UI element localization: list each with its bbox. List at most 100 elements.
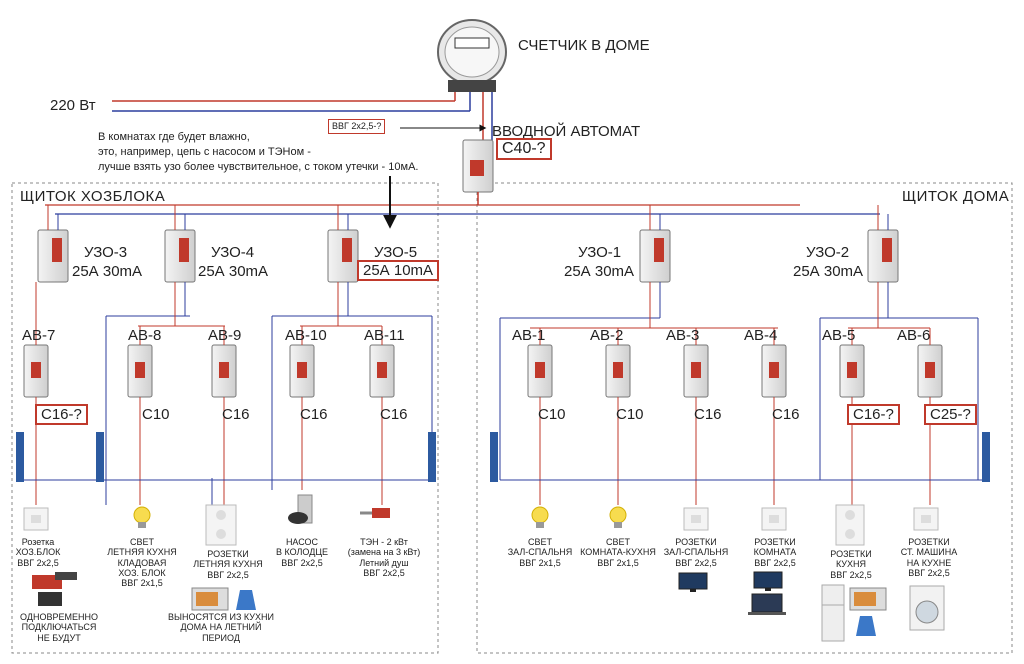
neutral-bus-right-2 <box>982 432 990 482</box>
breaker-5-rating: C16-? <box>847 404 900 425</box>
note-line3: лучше взять узо более чувствительное, с … <box>98 161 419 173</box>
breaker-1-rating: C10 <box>538 406 566 423</box>
main-breaker-rating: C40-? <box>496 138 552 160</box>
note-line2: это, например, цепь с насосом и ТЭНом - <box>98 146 311 158</box>
breaker-1-name: АВ-1 <box>512 327 546 344</box>
rcd-3-icon <box>37 229 69 283</box>
main-breaker-icon <box>462 139 494 193</box>
breaker-8-icon <box>127 344 153 398</box>
breaker-7-rating: C16-? <box>35 404 88 425</box>
breaker-5-name: АВ-5 <box>822 327 856 344</box>
rcd-5-icon <box>327 229 359 283</box>
panel-left-title: ЩИТОК ХОЗБЛОКА <box>20 188 166 205</box>
supply-cable: ВВГ 2х2,5-? <box>328 119 386 134</box>
main-breaker-label: ВВОДНОЙ АВТОМАТ <box>492 123 641 140</box>
bulb-icon <box>133 506 151 528</box>
rcd-1-rating: 25А 30mA <box>564 263 635 280</box>
double-socket-icon <box>835 504 865 546</box>
bulb-icon <box>609 506 627 528</box>
breaker-9-name: АВ-9 <box>208 327 242 344</box>
supply-voltage: 220 Вт <box>50 97 96 114</box>
washing-machine-icon <box>909 585 945 631</box>
note-line1: В комнатах где будет влажно, <box>98 131 250 143</box>
electric-meter-icon <box>437 19 507 92</box>
breaker-10-name: АВ-10 <box>285 327 327 344</box>
panel-right-title: ЩИТОК ДОМА <box>902 188 1010 205</box>
breaker-8-rating: C10 <box>142 406 170 423</box>
breaker-6-rating: C25-? <box>924 404 977 425</box>
breaker-3-name: АВ-3 <box>666 327 700 344</box>
meter-label: СЧЕТЧИК В ДОМЕ <box>518 37 650 54</box>
rcd-4-name: УЗО-4 <box>211 244 255 261</box>
heater-icon <box>360 508 390 518</box>
socket-icon <box>683 507 709 531</box>
breaker-7-name: АВ-7 <box>22 327 56 344</box>
socket-icon <box>761 507 787 531</box>
breaker-4-name: АВ-4 <box>744 327 778 344</box>
rcd-2-name: УЗО-2 <box>806 244 850 261</box>
breaker-6-name: АВ-6 <box>897 327 931 344</box>
double-socket-icon <box>205 504 237 546</box>
microwave-icon <box>849 587 887 611</box>
neutral-bus-left-2 <box>96 432 104 482</box>
breaker-3-icon <box>683 344 709 398</box>
breaker-6-icon <box>917 344 943 398</box>
breaker-10-icon <box>289 344 315 398</box>
kettle-icon <box>236 590 256 610</box>
breaker-8-name: АВ-8 <box>128 327 162 344</box>
rcd-5-rating: 25А 10mA <box>357 260 440 281</box>
breaker-10-rating: C16 <box>300 406 328 423</box>
fridge-icon <box>821 584 845 642</box>
breaker-11-rating: C16 <box>380 406 408 423</box>
tv-icon <box>753 571 783 591</box>
pump-icon <box>288 494 313 524</box>
rcd-3-name: УЗО-3 <box>84 244 128 261</box>
breaker-4-rating: C16 <box>772 406 800 423</box>
breaker-2-rating: C10 <box>616 406 644 423</box>
rcd-3-rating: 25А 30mA <box>72 263 143 280</box>
laptop-icon <box>748 593 786 615</box>
neutral-bus-left-1 <box>16 432 24 482</box>
breaker-1-icon <box>527 344 553 398</box>
rcd-4-icon <box>164 229 196 283</box>
neutral-bus-right-1 <box>490 432 498 482</box>
rcd-1-icon <box>639 229 671 283</box>
breaker-5-icon <box>839 344 865 398</box>
bulb-icon <box>531 506 549 528</box>
power-tools-icon <box>32 572 77 606</box>
microwave-icon <box>191 587 229 611</box>
breaker-9-icon <box>211 344 237 398</box>
breaker-2-name: АВ-2 <box>590 327 624 344</box>
socket-icon <box>23 507 49 531</box>
panel-left-frame <box>11 182 439 654</box>
breaker-4-icon <box>761 344 787 398</box>
rcd-4-rating: 25А 30mA <box>198 263 269 280</box>
breaker-2-icon <box>605 344 631 398</box>
rcd-2-rating: 25А 30mA <box>793 263 864 280</box>
breaker-11-icon <box>369 344 395 398</box>
tv-icon <box>678 572 708 592</box>
neutral-bus-left-3 <box>428 432 436 482</box>
breaker-11-name: АВ-11 <box>364 327 405 344</box>
kettle-icon <box>856 616 876 636</box>
rcd-2-icon <box>867 229 899 283</box>
rcd-5-name: УЗО-5 <box>374 244 418 261</box>
breaker-3-rating: C16 <box>694 406 722 423</box>
breaker-9-rating: C16 <box>222 406 250 423</box>
breaker-7-icon <box>23 344 49 398</box>
panel-right-frame <box>476 182 1013 654</box>
